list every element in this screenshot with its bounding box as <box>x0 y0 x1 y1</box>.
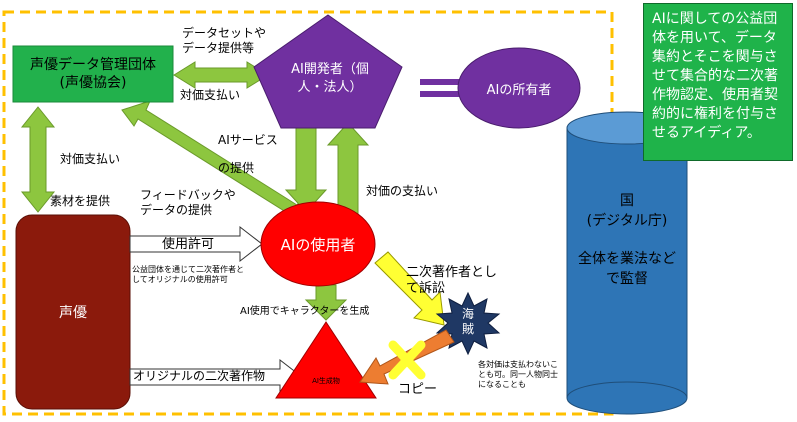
label-provide-material: 素材を提供 <box>50 194 111 208</box>
label-compensation-1: 対価支払い <box>180 88 241 102</box>
arrow-user-generated <box>304 284 348 321</box>
pirate-star <box>435 291 501 356</box>
voice-org-line2: (声優協会) <box>59 75 127 91</box>
arrow-user-dev <box>326 122 370 216</box>
country-label: 国 (デジタル庁) 全体を業法など で監督 <box>567 180 687 300</box>
ai-owner-label: AIの所有者 <box>486 82 552 98</box>
label-license-note-line2: してオリジナルの使用許可 <box>132 275 228 284</box>
label-pirate-note-line2: とも可。同一人物同士 <box>478 370 558 379</box>
ai-dev-line1: AI開発者（個 <box>291 62 369 77</box>
label-ai-service-line2: の提供 <box>218 161 255 175</box>
idea-note: AIに関しての公益団体を用いて、データ集約とそこを関与させて集合的な二次著作物認… <box>643 3 793 161</box>
ai-user-label: AIの使用者 <box>280 235 356 254</box>
label-compensation-3: 対価の支払い <box>366 184 439 198</box>
arrow-lawsuit <box>374 251 445 326</box>
label-derivative-author-line1: 二次著作者とし <box>406 265 498 280</box>
label-feedback-line1: フィードバックや <box>140 188 236 202</box>
label-generate-character: AI使用でキャラクターを生成 <box>240 306 370 317</box>
country-line1: 国 <box>620 193 634 209</box>
label-feedback-line2: データの提供 <box>140 203 213 217</box>
ai-generated-label: AI生成物 <box>312 377 340 385</box>
pirate-line1: 海 <box>461 307 474 321</box>
label-data-set-line1: データセットや <box>182 26 267 40</box>
label-derivative-author: 二次著作者とし て訴訟 <box>406 265 497 297</box>
voice-actor-box <box>15 214 131 410</box>
label-data-set: データセットや データ提供等 <box>182 26 266 56</box>
country-line3: 全体を業法など <box>578 251 676 267</box>
label-license: 使用許可 <box>162 237 215 252</box>
ai-generated-triangle <box>275 321 377 399</box>
country-line2: (デジタル庁) <box>586 213 668 229</box>
pirate-line2: 賊 <box>461 322 474 336</box>
ai-owner-ellipse <box>457 47 581 129</box>
country-line4: で監督 <box>606 271 648 287</box>
ai-dev-line2: 人・法人） <box>297 80 363 95</box>
voice-actor-label: 声優 <box>59 305 87 321</box>
label-original-derivative: オリジナルの二次著作物 <box>133 369 266 383</box>
equals-bar-bottom <box>420 91 460 97</box>
label-data-set-line2: データ提供等 <box>182 41 255 55</box>
label-pirate-note: 各対価は支払わないこ とも可。同一人物同士 になることも <box>478 360 558 390</box>
label-pirate-note-line3: になることも <box>478 380 526 389</box>
ai-user-ellipse <box>260 201 376 287</box>
voice-org-line1: 声優データ管理団体 <box>30 57 156 73</box>
label-ai-service-line1: AIサービス <box>218 133 278 147</box>
cross-mark <box>388 340 426 380</box>
label-ai-service: AIサービス の提供 <box>218 126 278 182</box>
label-compensation-2: 対価支払い <box>60 152 121 166</box>
voice-org-box <box>12 45 174 103</box>
voice-org-label: 声優データ管理団体 (声優協会) <box>13 46 173 102</box>
label-feedback: フィードバックや データの提供 <box>140 188 236 218</box>
pirate-label: 海 賊 <box>450 302 486 342</box>
label-pirate-note-line1: 各対価は支払わないこ <box>478 360 558 369</box>
label-license-note: 公益団体を通じて二次著作者と してオリジナルの使用許可 <box>132 265 244 285</box>
label-derivative-author-line2: て訴訟 <box>406 281 446 296</box>
country-cylinder <box>566 111 688 415</box>
equals-bar-top <box>420 79 460 85</box>
arrow-org-dev <box>173 61 269 89</box>
ai-dev-pentagon <box>253 14 403 129</box>
label-copy: コピー <box>398 382 438 397</box>
arrow-org-actor <box>20 106 56 213</box>
arrow-dev-user <box>284 119 328 213</box>
ai-dev-label: AI開発者（個 人・法人） <box>275 55 385 103</box>
label-license-note-line1: 公益団体を通じて二次著作者と <box>132 265 244 274</box>
arrow-license <box>129 225 263 263</box>
